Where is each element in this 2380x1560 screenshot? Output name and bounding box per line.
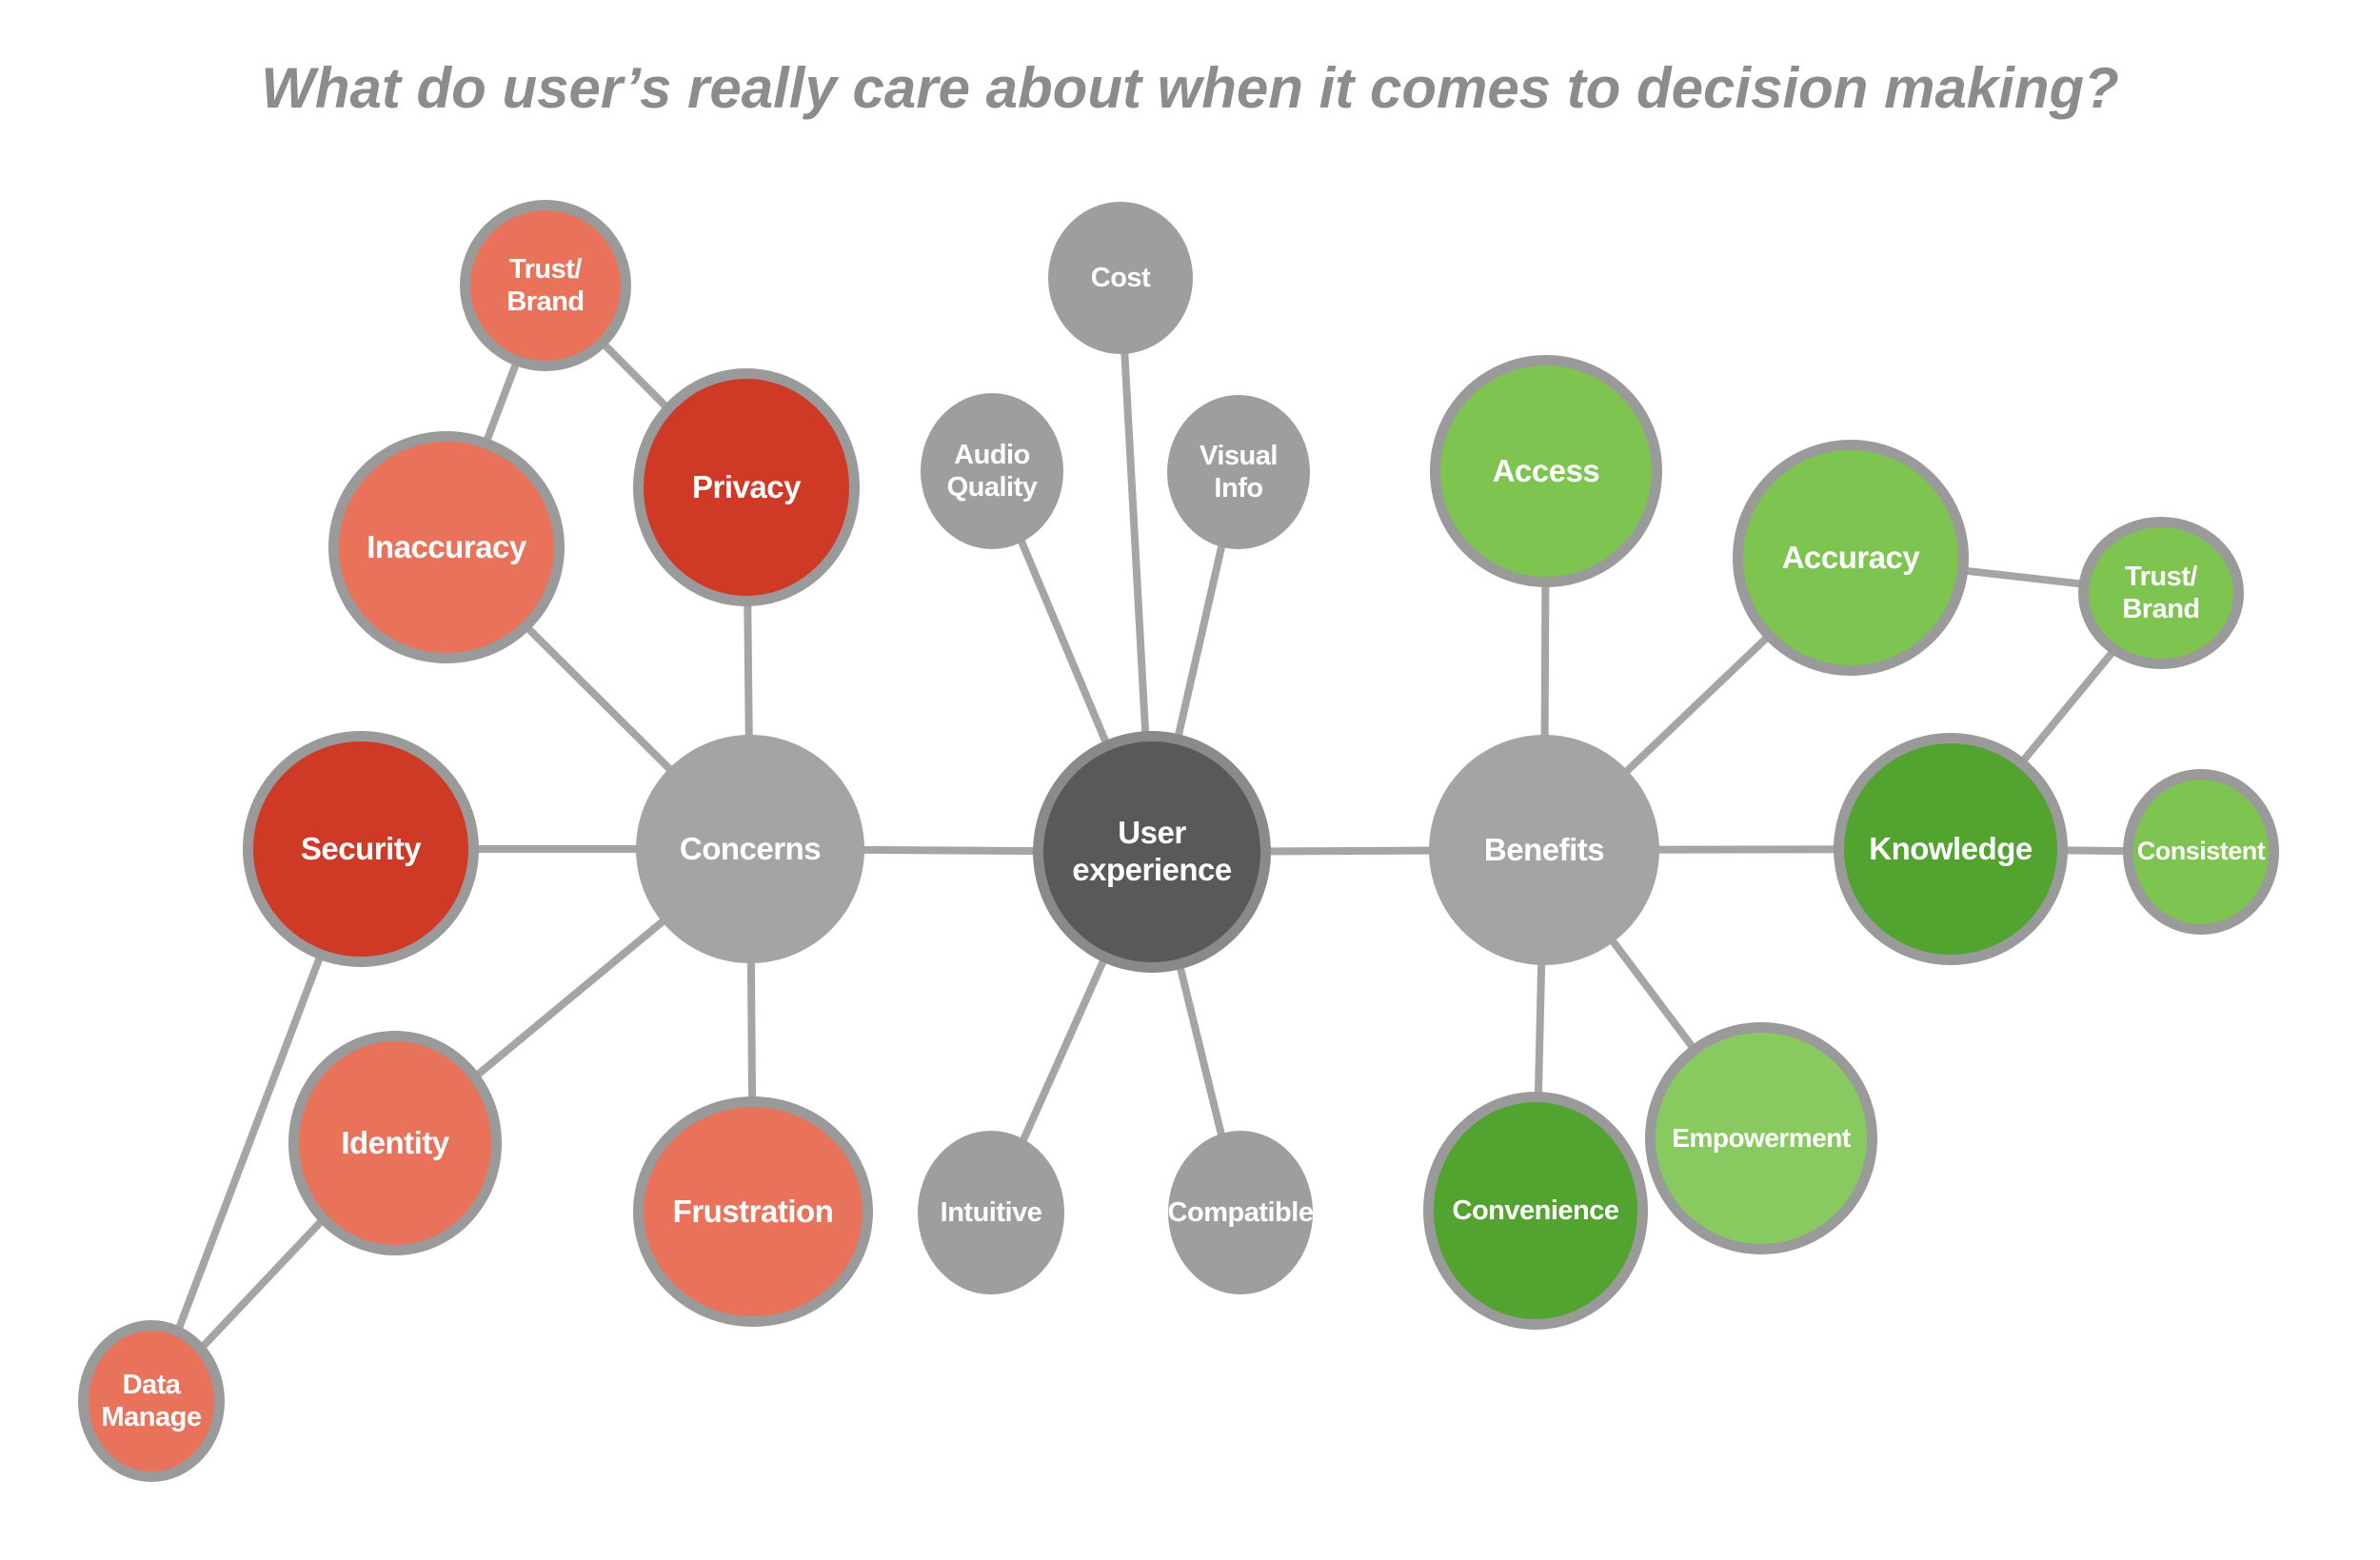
node-security: Security bbox=[243, 731, 479, 967]
node-frustration: Frustration bbox=[633, 1096, 873, 1327]
node-trust-brand-r: Trust/ Brand bbox=[2078, 517, 2244, 669]
node-consistent: Consistent bbox=[2123, 769, 2279, 935]
node-concerns: Concerns bbox=[636, 735, 864, 963]
node-access: Access bbox=[1430, 355, 1662, 587]
node-privacy: Privacy bbox=[633, 368, 860, 606]
node-trust-brand-l: Trust/ Brand bbox=[460, 200, 631, 371]
node-intuitive: Intuitive bbox=[918, 1131, 1064, 1294]
node-cost: Cost bbox=[1048, 202, 1193, 354]
node-visual-info: Visual Info bbox=[1167, 395, 1310, 549]
node-compatible: Compatible bbox=[1168, 1131, 1314, 1294]
node-benefits: Benefits bbox=[1429, 735, 1659, 965]
node-audio-quality: Audio Quality bbox=[921, 393, 1063, 549]
node-empowerment: Empowerment bbox=[1645, 1022, 1877, 1254]
node-data-manage: Data Manage bbox=[78, 1320, 225, 1482]
node-convenience: Convenience bbox=[1423, 1092, 1648, 1330]
diagram-title: What do user’s really care about when it… bbox=[261, 56, 2119, 120]
node-inaccuracy: Inaccuracy bbox=[328, 431, 565, 663]
node-user-experience: User experience bbox=[1033, 731, 1271, 973]
node-identity: Identity bbox=[288, 1031, 502, 1255]
node-knowledge: Knowledge bbox=[1834, 733, 2068, 965]
node-accuracy: Accuracy bbox=[1733, 440, 1969, 676]
